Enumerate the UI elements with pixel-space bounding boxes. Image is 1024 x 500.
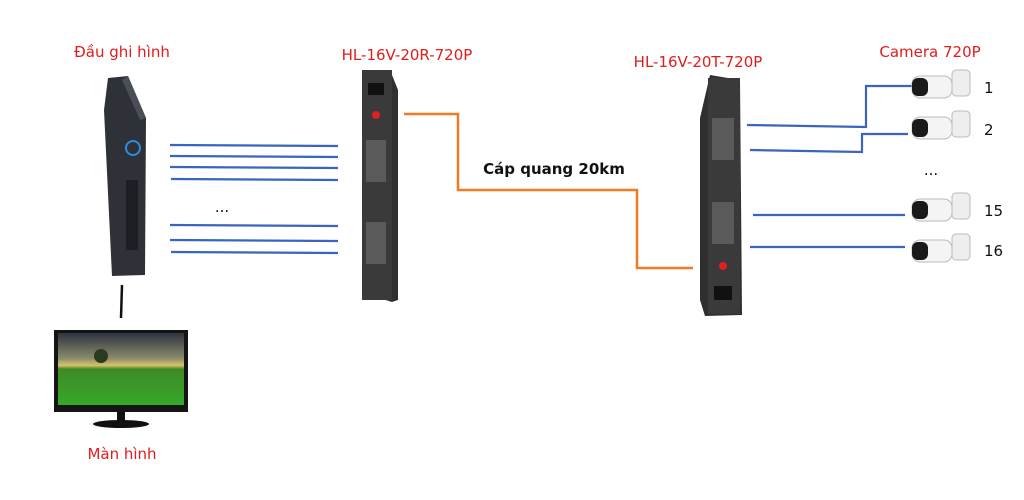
camera-1 [911, 69, 971, 99]
monitor-device [54, 330, 188, 428]
camera-15 [911, 192, 971, 222]
camera-number: 15 [984, 202, 1003, 220]
coax-lines-left [169, 143, 339, 255]
camera-16 [911, 233, 971, 263]
receiver-device [362, 70, 398, 302]
ellipsis-left: ... [215, 198, 229, 216]
recorder-device [104, 76, 146, 276]
camera-number: 2 [984, 121, 994, 139]
hdmi-cable [119, 284, 124, 319]
coax-lines-right [746, 84, 912, 249]
recorder-label: Đầu ghi hình [74, 43, 170, 61]
camera-number: 16 [984, 242, 1003, 260]
fiber-label: Cáp quang 20km [483, 160, 625, 178]
receiver-label: HL-16V-20R-720P [342, 46, 473, 64]
cameras-label: Camera 720P [879, 43, 980, 61]
monitor-label: Màn hình [87, 445, 156, 463]
camera-number: 1 [984, 79, 994, 97]
camera-2 [911, 110, 971, 140]
transmitter-label: HL-16V-20T-720P [634, 53, 763, 71]
ellipsis-right: ... [924, 161, 938, 179]
transmitter-device [700, 75, 742, 316]
fiber-cable [404, 112, 693, 270]
